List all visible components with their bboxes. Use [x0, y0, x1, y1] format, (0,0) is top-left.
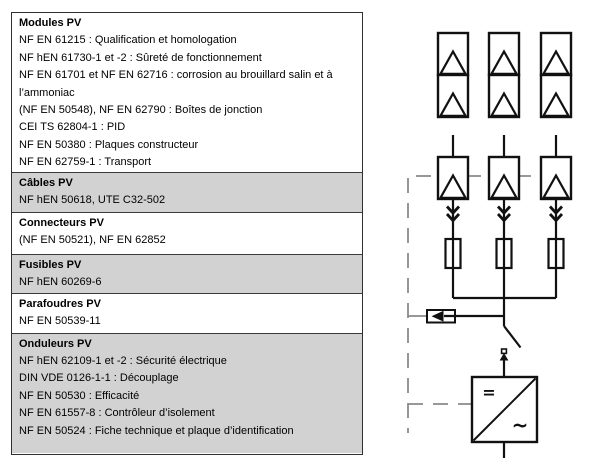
table-section-modules-pv: Modules PV NF EN 61215 : Qualification e…: [12, 13, 362, 172]
section-title: Câbles PV: [19, 176, 73, 189]
section-title: Fusibles PV: [19, 258, 82, 271]
standard-line: DIN VDE 0126-1-1 : Découplage: [19, 372, 179, 385]
standard-line: NF hEN 60269-6: [19, 275, 102, 288]
standards-table: Modules PV NF EN 61215 : Qualification e…: [11, 12, 363, 455]
pv-module-icon: [541, 33, 571, 298]
table-section-onduleurs-pv: Onduleurs PV NF hEN 62109-1 et -2 : Sécu…: [12, 332, 362, 453]
standard-line: CEI TS 62804-1 : PID: [19, 121, 126, 134]
inverter-dc-label: =: [482, 383, 495, 402]
table-section-parafoudres-pv: Parafoudres PV NF EN 50539-11: [12, 292, 362, 333]
standard-line: NF hEN 50618, UTE C32-502: [19, 193, 166, 206]
standard-line: NF hEN 62109-1 et -2 : Sécurité électriq…: [19, 354, 227, 367]
inverter-ac-label: ~: [512, 413, 529, 437]
table-section-cables-pv: Câbles PV NF hEN 50618, UTE C32-502: [12, 171, 362, 212]
pv-module-icon: [489, 33, 519, 298]
standard-line: NF EN 50539-11: [19, 314, 101, 327]
disconnect-switch-icon: [499, 325, 522, 378]
standard-line: (NF EN 50521), NF EN 62852: [19, 233, 166, 246]
standard-line: NF EN 61215 : Qualification et homologat…: [19, 34, 237, 47]
section-lines: (NF EN 50521), NF EN 62852: [19, 232, 356, 249]
section-title: Parafoudres PV: [19, 297, 101, 310]
section-title: Modules PV: [19, 17, 82, 29]
section-lines: NF EN 61215 : Qualification et homologat…: [19, 32, 356, 171]
section-lines: NF EN 50539-11: [19, 313, 356, 330]
standard-line: NF EN 62759-1 : Transport: [19, 156, 152, 169]
section-title: Onduleurs PV: [19, 337, 92, 350]
standard-line: (NF EN 50548), NF EN 62790 : Boîtes de j…: [19, 104, 263, 117]
surge-arrester-icon: [426, 309, 504, 324]
section-title: Connecteurs PV: [19, 216, 104, 229]
standard-line: NF EN 61557-8 : Contrôleur d’isolement: [19, 407, 215, 420]
standard-line: NF EN 61701 et NF EN 62716 : corrosion a…: [19, 69, 333, 99]
table-section-fusibles-pv: Fusibles PV NF hEN 60269-6: [12, 253, 362, 293]
table-section-connecteurs-pv: Connecteurs PV (NF EN 50521), NF EN 6285…: [12, 211, 362, 254]
section-lines: NF hEN 62109-1 et -2 : Sécurité électriq…: [19, 353, 356, 440]
pv-module-icon: [438, 33, 468, 298]
section-lines: NF hEN 60269-6: [19, 274, 356, 291]
standard-line: NF EN 50380 : Plaques constructeur: [19, 138, 199, 151]
standard-line: NF EN 50530 : Efficacité: [19, 389, 140, 402]
dc-boundary-dashed-line: [407, 175, 556, 433]
standard-line: NF EN 50524 : Fiche technique et plaque …: [19, 424, 294, 437]
standard-line: NF hEN 61730-1 et -2 : Sûreté de fonctio…: [19, 51, 262, 64]
section-lines: NF hEN 50618, UTE C32-502: [19, 192, 356, 209]
inverter-icon: [470, 375, 539, 458]
